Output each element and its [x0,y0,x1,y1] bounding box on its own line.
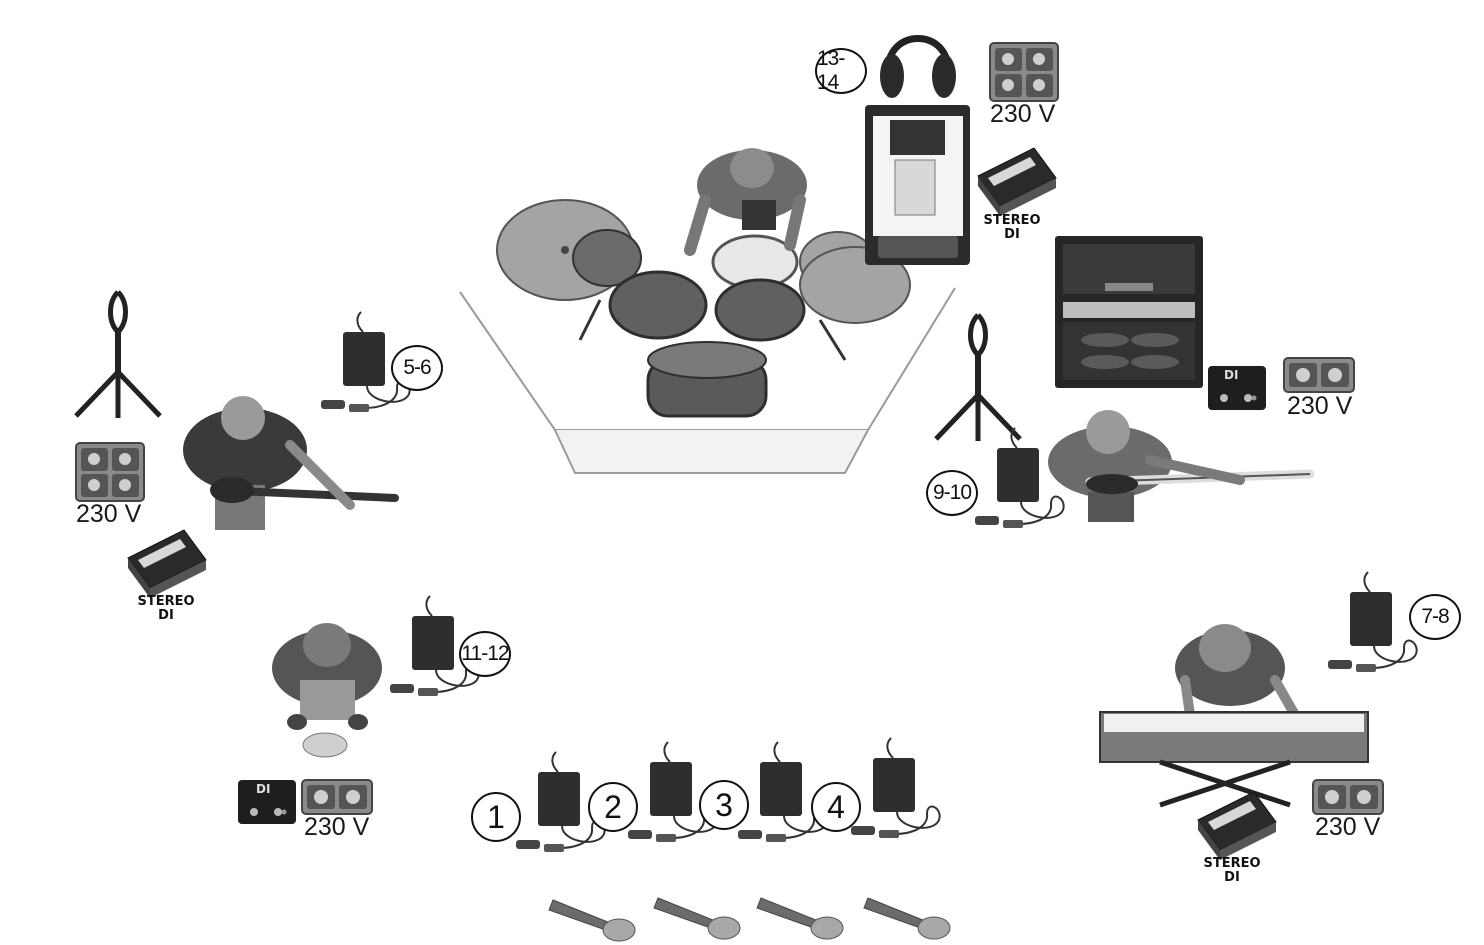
receiver-9-10-icon [975,428,1064,528]
handheld-mic-1-icon [549,900,635,941]
channel-badge-2: 2 [588,782,638,832]
drum-kit [497,200,910,416]
stereo-di-keys-label: STEREO DI [1196,857,1268,885]
power-outlet-drums-icon [990,43,1058,101]
bass-amp [1055,236,1203,388]
headphones-icon [880,39,956,99]
bassist [1048,410,1310,522]
channel-badge-9-10: 9-10 [926,470,978,516]
stereo-di-left-guitar-icon [128,530,206,598]
channel-badge-13-14: 13-14 [815,48,867,94]
left-guitarist [183,396,395,530]
channel-badge-11-12: 11-12 [459,631,511,677]
channel-badge-3: 3 [699,780,749,830]
power-outlet-center-left-icon [302,780,372,814]
power-label-left-guitar: 230 V [76,500,141,529]
handheld-mic-4-icon [864,898,950,939]
receiver-3-icon [738,742,827,842]
channel-badge-1: 1 [471,792,521,842]
power-label-drums: 230 V [990,100,1055,129]
power-outlet-left-guitar-icon [76,443,144,501]
stereo-di-keys-icon [1198,792,1276,860]
center-left-performer [272,623,382,757]
handheld-mic-2-icon [654,898,740,939]
mono-di-bass-label: DI [1224,368,1238,382]
bass-stand-icon [936,315,1020,441]
guitar-stand-icon [76,292,160,418]
playback-rack [865,105,970,265]
receiver-7-8-icon [1328,572,1417,672]
drummer [690,148,807,250]
power-label-center-left: 230 V [304,813,369,842]
keyboardist [1175,624,1295,715]
stereo-di-drums-icon [978,148,1056,216]
receiver-4-icon [851,738,940,838]
power-label-bass: 230 V [1287,392,1352,421]
power-outlet-bass-icon [1284,358,1354,392]
channel-badge-5-6: 5-6 [391,345,443,391]
stereo-di-left-guitar-label: STEREO DI [130,595,202,623]
stereo-di-drums-label: STEREO DI [976,214,1048,242]
channel-badge-7-8: 7-8 [1409,594,1461,640]
channel-badge-4: 4 [811,782,861,832]
power-outlet-keys-icon [1313,780,1383,814]
handheld-mic-3-icon [757,898,843,939]
power-label-keys: 230 V [1315,813,1380,842]
mono-di-center-left-label: DI [256,782,270,796]
